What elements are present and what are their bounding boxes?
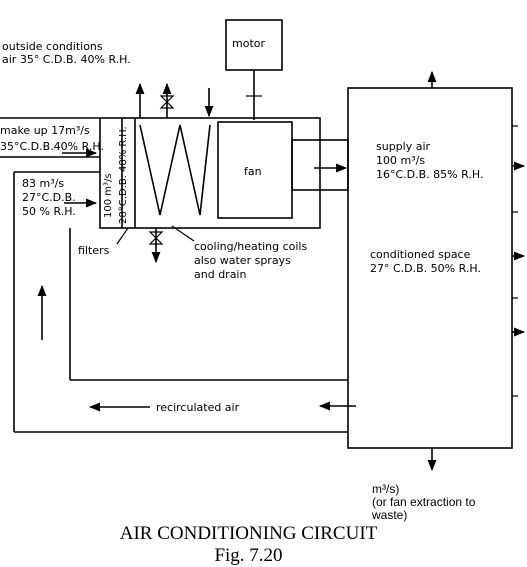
coils-drain-label: and drain — [194, 268, 246, 281]
mixed-conditions-label: 28°C.D.B. 48% R.H. — [118, 126, 129, 224]
recirc-inflow-label: 83 m³/s — [22, 177, 64, 190]
air-handling-unit — [99, 117, 321, 229]
filters-pointer — [116, 227, 129, 245]
figure-number: Fig. 7.20 — [214, 545, 283, 566]
recirculated-air-label: recirculated air — [156, 401, 240, 414]
motor-label: motor — [232, 37, 265, 50]
supply-air-label: supply air — [376, 140, 431, 153]
extraction-note: m³/s) (or fan extraction to waste) — [372, 483, 522, 522]
filters-label: filters — [78, 244, 110, 257]
outside-conditions-label: outside conditions — [2, 40, 103, 53]
figure-title: AIR CONDITIONING CIRCUIT — [119, 523, 378, 544]
coils-sprays-label: also water sprays — [194, 254, 291, 267]
outside-air-label: air 35° C.D.B. 40% R.H. — [2, 53, 131, 66]
conditioned-space-conditions-label: 27° C.D.B. 50% R.H. — [370, 262, 481, 275]
cooling-heating-coils — [139, 124, 211, 216]
extraction-waste-label: (or fan extraction to — [372, 495, 476, 509]
supply-conditions-label: 16°C.D.B. 85% R.H. — [376, 168, 483, 181]
conditioned-space-box — [347, 87, 513, 449]
coils-label: cooling/heating coils — [194, 240, 307, 253]
makeup-flow-label: make up 17m³/s — [0, 124, 90, 137]
supply-flow-label: 100 m³/s — [376, 154, 425, 167]
conditioned-space-label: conditioned space — [370, 248, 471, 261]
coils-pointer — [171, 225, 195, 242]
recirc-temp-label: 27°C.D.B. — [22, 191, 76, 204]
makeup-conditions-label: 35°C.D.B.40% R.H. — [0, 140, 104, 153]
extraction-flow-label: m³/s) — [372, 482, 400, 496]
recirc-rh-label: 50 % R.H. — [22, 205, 76, 218]
mixed-flow-label: 100 m³/s — [103, 173, 114, 218]
extraction-waste-label-2: waste) — [372, 508, 408, 522]
drain-valve-icon — [148, 231, 164, 245]
spray-valve-top-icon — [159, 95, 175, 109]
fan-label: fan — [244, 165, 262, 178]
